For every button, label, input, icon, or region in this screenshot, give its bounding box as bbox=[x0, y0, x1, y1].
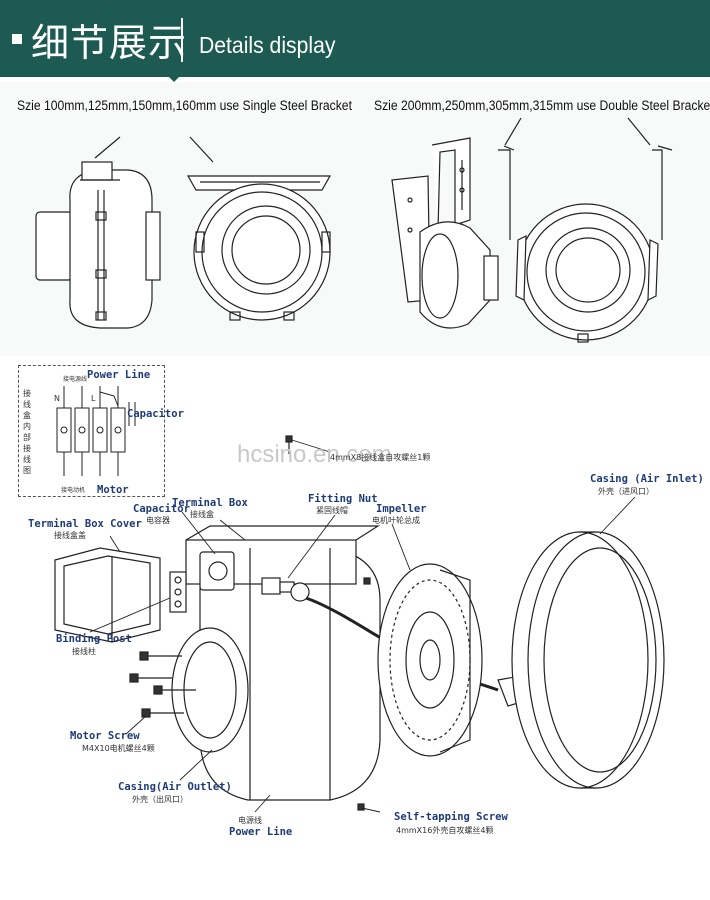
casing-inlet-label: Casing (Air Inlet) bbox=[590, 473, 704, 485]
watermark: hcsino.en.com bbox=[237, 441, 392, 468]
inset-capacitor-label: Capacitor bbox=[127, 408, 184, 420]
impeller-drawing bbox=[377, 563, 483, 757]
header-bar bbox=[0, 0, 710, 82]
terminal-box-cover-label: Terminal Box Cover bbox=[28, 518, 142, 530]
wiring-diagram-inset: Power Line Capacitor Motor 接线盒内部接线图 接电源线… bbox=[18, 365, 184, 497]
double-fan-side-view bbox=[391, 137, 499, 329]
fitting-nut-cn: 紧固线帽 bbox=[316, 506, 348, 515]
terminal-box-label: Terminal Box bbox=[172, 497, 248, 509]
inset-pin-l: L bbox=[91, 394, 96, 403]
single-fan-side-view bbox=[35, 161, 161, 329]
inset-motor-label: Motor bbox=[97, 484, 129, 496]
self-tapping-screw-label: Self-tapping Screw bbox=[394, 811, 508, 823]
double-caption-pointer-1 bbox=[504, 117, 522, 146]
terminal-box-cover-drawing bbox=[54, 547, 161, 643]
casing-inlet-cn: 外壳（进风口） bbox=[598, 487, 654, 496]
header-title-cn: 细节展示 bbox=[31, 21, 188, 65]
inset-motor-cn: 接电动机 bbox=[61, 487, 86, 494]
terminal-box-cn: 接线盒 bbox=[190, 510, 214, 519]
capacitor-cn: 电容器 bbox=[146, 516, 170, 525]
double-fan-front-view bbox=[498, 145, 673, 343]
single-caption-pointer-2 bbox=[189, 136, 214, 163]
inset-power-line-label: Power Line bbox=[87, 369, 151, 381]
double-caption-pointer-2 bbox=[627, 117, 651, 146]
inset-power-cn: 接电源线 bbox=[63, 376, 88, 383]
binding-post-drawing bbox=[169, 571, 187, 613]
impeller-cn: 电机叶轮总成 bbox=[372, 516, 420, 525]
terminal-box-cover-cn: 接线盒盖 bbox=[54, 531, 86, 540]
header-title-en: Details display bbox=[199, 32, 336, 58]
binding-post-label: Binding Post bbox=[56, 633, 132, 645]
self-tapping-screw-cn: 4mmX16外壳自攻螺丝4颗 bbox=[396, 826, 494, 835]
top-screw-cn: 4mmX8接线盒自攻螺丝1颗 bbox=[330, 453, 431, 462]
casing-outlet-label: Casing(Air Outlet) bbox=[118, 781, 232, 793]
self-tapping-screws bbox=[285, 435, 371, 811]
power-line-cn: 电源线 bbox=[238, 816, 262, 825]
leader-lines bbox=[89, 439, 636, 813]
casing-inlet-drawing bbox=[511, 531, 665, 789]
motor-screw-cn: M4X10电机螺丝4颗 bbox=[82, 744, 155, 753]
header-separator bbox=[181, 18, 183, 62]
header-bullet bbox=[12, 34, 22, 44]
motor-screw-label: Motor Screw bbox=[70, 730, 140, 742]
capacitor-drawing bbox=[199, 551, 235, 591]
binding-post-cn: 接线柱 bbox=[72, 647, 96, 656]
wiring-schematic bbox=[56, 386, 136, 476]
single-caption-pointer-1 bbox=[94, 136, 121, 159]
impeller-label: Impeller bbox=[376, 503, 427, 515]
fitting-nut-drawing bbox=[261, 577, 310, 602]
header-notch bbox=[164, 72, 184, 82]
double-bracket-caption: Szie 200mm,250mm,305mm,315mm use Double … bbox=[374, 98, 710, 113]
inset-vertical-caption: 接线盒内部接线图 bbox=[23, 389, 31, 475]
power-line-label: Power Line bbox=[229, 826, 293, 838]
fitting-nut-label: Fitting Nut bbox=[308, 493, 378, 505]
casing-outlet-cn: 外壳（出风口） bbox=[132, 795, 188, 804]
motor-screws bbox=[129, 651, 196, 718]
capacitor-label: Capacitor bbox=[133, 503, 190, 515]
inset-pin-n: N bbox=[54, 394, 60, 403]
single-bracket-caption: Szie 100mm,125mm,150mm,160mm use Single … bbox=[17, 98, 352, 113]
single-fan-front-view bbox=[186, 175, 332, 321]
